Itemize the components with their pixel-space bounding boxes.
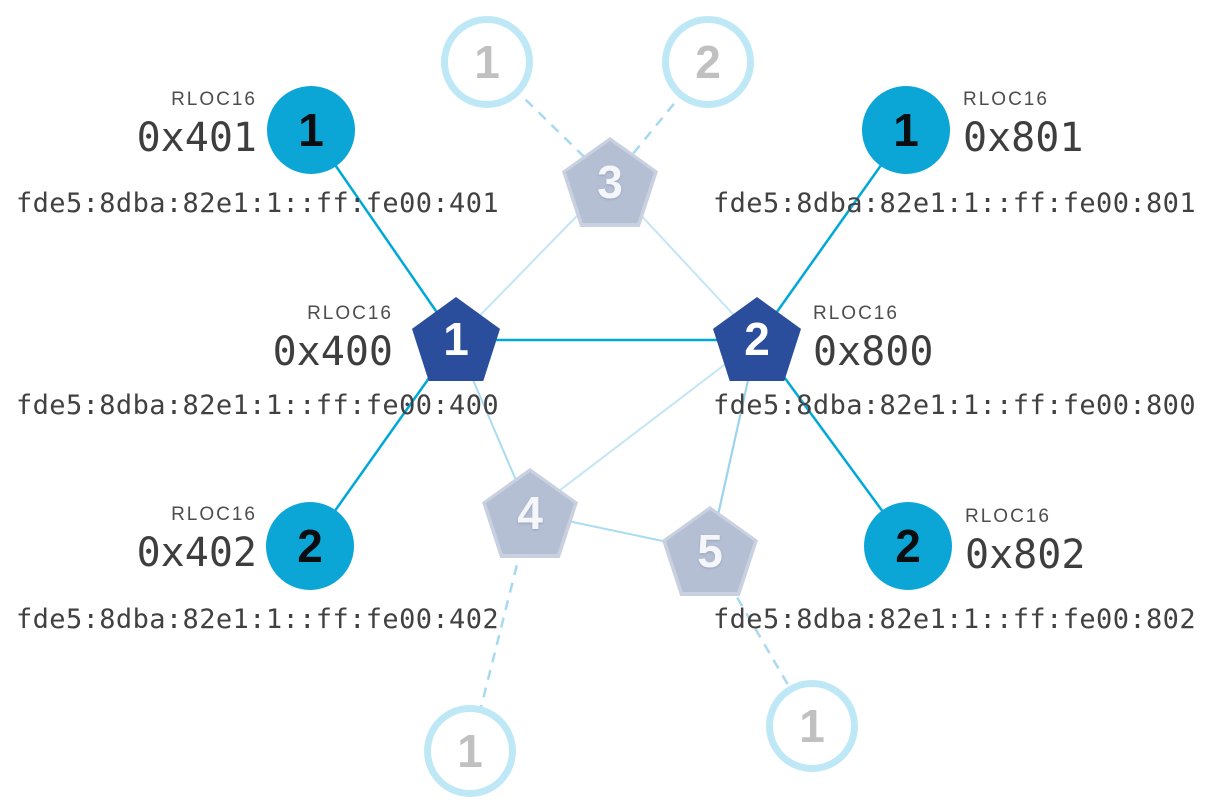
node-number: 1 [474, 36, 500, 88]
node-child-402: 2 [266, 502, 354, 590]
link-router2-router4 [529, 339, 758, 514]
rloc16-caption: RLOC16 [171, 89, 257, 110]
rloc16-group-child-402: RLOC16 0x402 [137, 505, 257, 573]
rloc16-caption: RLOC16 [307, 303, 393, 324]
rloc16-group-router-2: RLOC16 0x800 [813, 304, 933, 372]
node-child-802: 2 [864, 502, 952, 590]
rloc16-group-child-401: RLOC16 0x401 [137, 90, 257, 158]
node-number: 5 [697, 525, 723, 577]
node-number: 2 [744, 313, 770, 365]
rloc16-caption: RLOC16 [963, 89, 1049, 110]
node-number: 1 [799, 700, 825, 752]
node-number: 3 [597, 156, 623, 208]
node-number: 1 [893, 104, 919, 156]
rloc16-value: 0x800 [813, 329, 934, 375]
node-child-top-1: 1 [441, 16, 533, 108]
ipv6-child-401: fde5:8dba:82e1:1::ff:fe00:401 [16, 188, 500, 219]
ipv6-child-402: fde5:8dba:82e1:1::ff:fe00:402 [16, 604, 500, 635]
node-number: 1 [443, 313, 469, 365]
rloc16-value: 0x802 [965, 532, 1086, 578]
node-child-bottom-left-1: 1 [424, 705, 516, 797]
node-child-bottom-right-1: 1 [766, 680, 858, 772]
rloc16-group-child-802: RLOC16 0x802 [965, 507, 1085, 575]
rloc16-group-child-801: RLOC16 0x801 [963, 90, 1083, 158]
rloc16-caption: RLOC16 [965, 506, 1051, 527]
node-number: 2 [695, 36, 721, 88]
node-number: 4 [517, 487, 543, 539]
ipv6-router-2: fde5:8dba:82e1:1::ff:fe00:800 [712, 390, 1196, 421]
node-child-801: 1 [862, 86, 950, 174]
rloc16-value: 0x402 [136, 530, 257, 576]
rloc16-value: 0x401 [136, 115, 257, 161]
ipv6-child-802: fde5:8dba:82e1:1::ff:fe00:802 [712, 604, 1196, 635]
rloc16-value: 0x400 [272, 329, 393, 375]
node-number: 1 [457, 725, 483, 777]
ipv6-child-801: fde5:8dba:82e1:1::ff:fe00:801 [712, 188, 1196, 219]
rloc16-caption: RLOC16 [171, 504, 257, 525]
node-child-top-2: 2 [662, 16, 754, 108]
node-number: 1 [298, 104, 324, 156]
ipv6-router-1: fde5:8dba:82e1:1::ff:fe00:400 [16, 390, 500, 421]
node-number: 2 [297, 520, 323, 572]
rloc16-value: 0x801 [963, 115, 1084, 161]
node-child-401: 1 [267, 86, 355, 174]
rloc16-caption: RLOC16 [813, 303, 899, 324]
node-number: 2 [895, 520, 921, 572]
rloc16-group-router-1: RLOC16 0x400 [273, 304, 393, 372]
